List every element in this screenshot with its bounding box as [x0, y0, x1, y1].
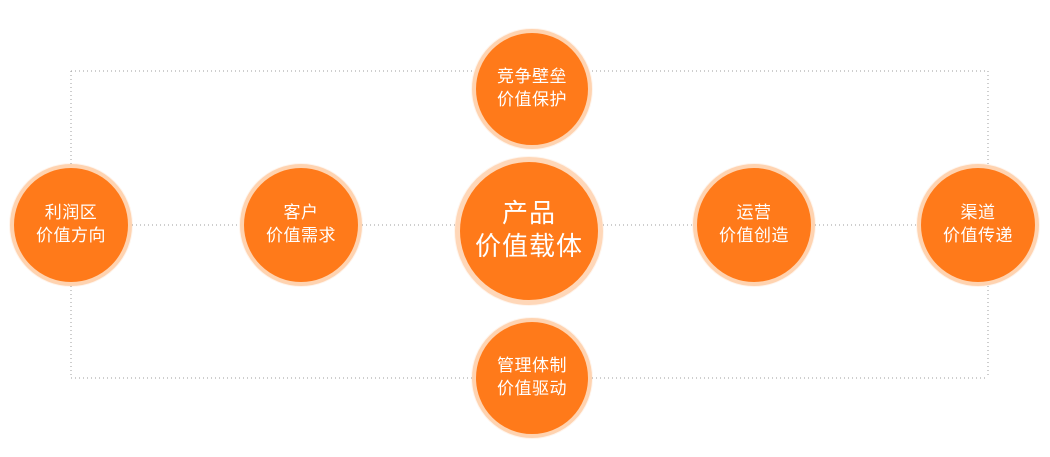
node-profit-zone-line2: 价值方向 [36, 226, 106, 246]
node-channel: 渠道 价值传递 [917, 164, 1039, 286]
node-channel-line2: 价值传递 [943, 226, 1013, 246]
node-customer: 客户 价值需求 [240, 164, 362, 286]
node-operation: 运营 价值创造 [693, 164, 815, 286]
node-customer-line1: 客户 [283, 203, 319, 224]
node-management-system-line2: 价值驱动 [497, 379, 567, 399]
node-competitive-barrier-line1: 竞争壁垒 [497, 67, 567, 88]
node-product-center: 产品 价值载体 [455, 157, 603, 305]
node-profit-zone-line1: 利润区 [44, 203, 98, 224]
node-channel-line1: 渠道 [960, 203, 996, 224]
node-customer-line2: 价值需求 [266, 226, 336, 246]
node-operation-line2: 价值创造 [719, 226, 789, 246]
node-profit-zone: 利润区 价值方向 [10, 164, 132, 286]
node-operation-line1: 运营 [736, 203, 772, 224]
node-competitive-barrier-line2: 价值保护 [497, 90, 567, 110]
node-management-system: 管理体制 价值驱动 [472, 318, 592, 438]
node-product-center-line1: 产品 [501, 198, 556, 229]
node-product-center-line2: 价值载体 [474, 232, 583, 262]
node-management-system-line1: 管理体制 [497, 356, 567, 377]
node-competitive-barrier: 竞争壁垒 价值保护 [472, 29, 592, 149]
